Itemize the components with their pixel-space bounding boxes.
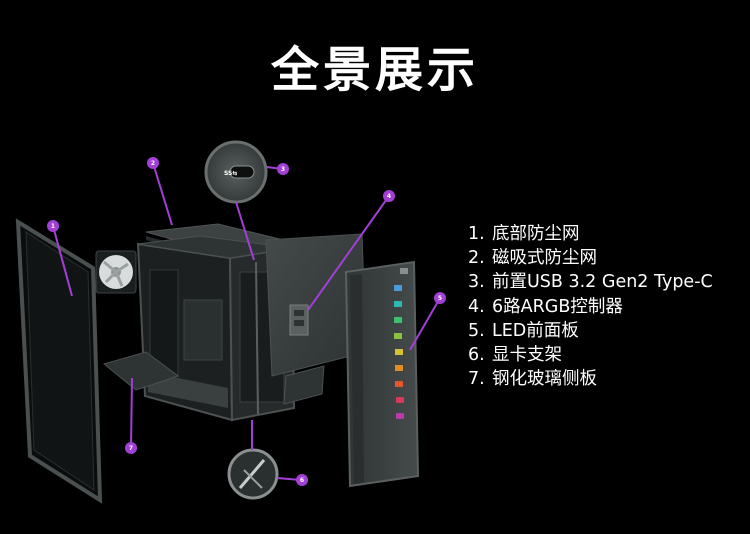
legend-label: 显卡支架: [492, 344, 562, 365]
legend-label: 前置USB 3.2 Gen2 Type-C: [492, 272, 713, 293]
callout-badge-6: 6: [296, 474, 308, 486]
svg-text:5: 5: [438, 295, 442, 302]
page-title: 全景展示: [270, 42, 479, 98]
svg-text:1: 1: [51, 223, 55, 230]
gpu-holder-zoom: [227, 448, 279, 500]
legend-label: 磁吸式防尘网: [492, 248, 597, 269]
callout-lines: [52, 162, 441, 481]
callout-badges: 1 2 3 4 5 6 7: [47, 157, 446, 486]
legend-item: 7.钢化玻璃侧板: [468, 369, 597, 390]
case-fan: [95, 250, 137, 294]
argb-controller: [289, 304, 309, 336]
gpu-support-plate: [102, 351, 325, 405]
callout-badge-3: 3: [277, 163, 289, 175]
legend-item: 1.底部防尘网: [468, 224, 580, 244]
legend-label: 底部防尘网: [492, 224, 580, 244]
callout-badge-4: 4: [383, 190, 395, 202]
legend-item: 6.显卡支架: [468, 344, 562, 365]
led-strip: [394, 285, 404, 419]
glass-side-panel: [15, 218, 103, 504]
feature-legend: 1.底部防尘网 2.磁吸式防尘网 3.前置USB 3.2 Gen2 Type-C…: [468, 222, 713, 391]
usb-c-zoom: SS⇆: [204, 140, 268, 204]
legend-item: 5.LED前面板: [468, 320, 579, 341]
legend-label: 6路ARGB控制器: [492, 296, 623, 317]
svg-text:4: 4: [387, 193, 391, 200]
legend-item: 4.6路ARGB控制器: [468, 296, 623, 317]
callout-badge-5: 5: [434, 292, 446, 304]
svg-text:6: 6: [300, 477, 304, 484]
legend-label: 钢化玻璃侧板: [492, 369, 597, 390]
svg-text:3: 3: [281, 166, 285, 173]
legend-item: 3.前置USB 3.2 Gen2 Type-C: [468, 272, 713, 293]
legend-label: LED前面板: [492, 320, 579, 341]
svg-text:2: 2: [151, 160, 155, 167]
callout-badge-1: 1: [47, 220, 59, 232]
callout-badge-2: 2: [147, 157, 159, 169]
svg-text:7: 7: [129, 445, 133, 452]
legend-item: 2.磁吸式防尘网: [468, 248, 597, 269]
callout-badge-7: 7: [125, 442, 137, 454]
front-led-panel: [344, 260, 420, 488]
usb-port-label: SS⇆: [224, 170, 237, 177]
